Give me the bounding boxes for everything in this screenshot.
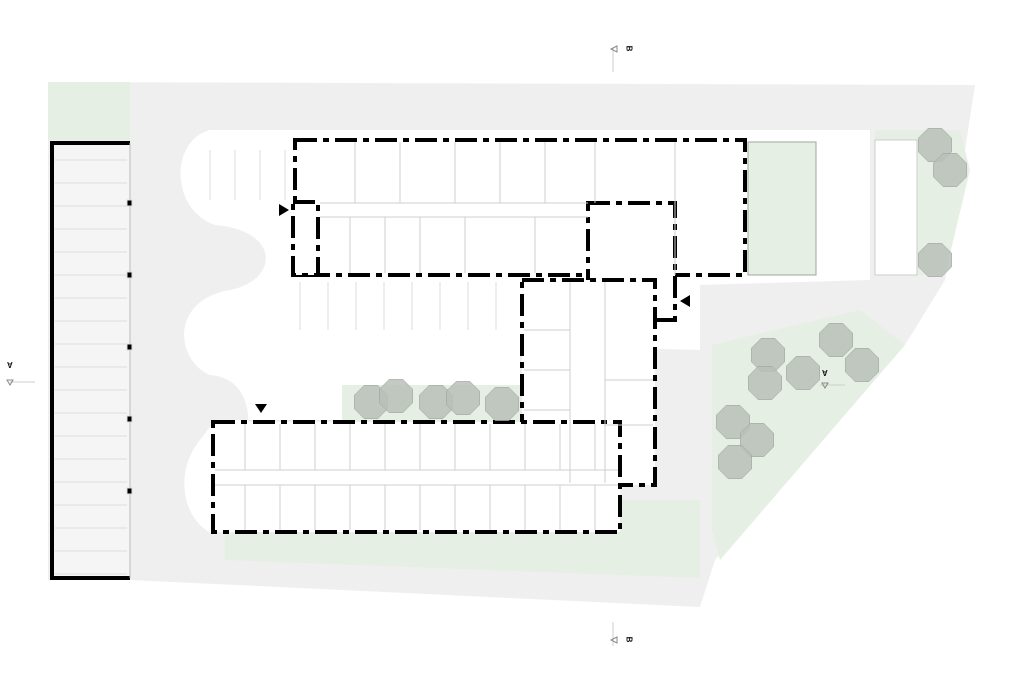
parking-strip (50, 141, 131, 580)
column (126, 343, 133, 351)
east-parking (874, 139, 918, 276)
section-marker-bottom: B (624, 636, 634, 643)
tree-icon (716, 405, 750, 439)
column (126, 415, 133, 423)
tree-icon (379, 379, 413, 413)
column (126, 271, 133, 279)
section-marker-top: B (624, 45, 634, 52)
entrance-arrow-west (279, 204, 289, 216)
south-wing (211, 420, 622, 534)
tree-icon (446, 381, 480, 415)
tree-icon (819, 323, 853, 357)
section-lines (10, 48, 845, 646)
tree-icon (485, 387, 519, 421)
section-marker-right: A (822, 368, 828, 377)
entrance-arrow-south (255, 404, 267, 413)
tree-icon (918, 243, 952, 277)
lawn-top-left (48, 82, 130, 140)
lawn-east-of-wing (747, 141, 817, 276)
tree-icon (786, 356, 820, 390)
interior-walls (215, 142, 676, 486)
column (126, 199, 133, 207)
tree-icon (748, 366, 782, 400)
stair-annex (291, 200, 320, 277)
column (126, 487, 133, 495)
entrance-arrow-east (680, 295, 690, 307)
section-marker-left: A (7, 360, 13, 369)
tree-icon (933, 153, 967, 187)
tree-icon (740, 423, 774, 457)
north-wing (293, 138, 747, 277)
tree-icon (718, 445, 752, 479)
section-triangles (6, 45, 829, 644)
building (211, 138, 747, 534)
tree-icon (845, 348, 879, 382)
